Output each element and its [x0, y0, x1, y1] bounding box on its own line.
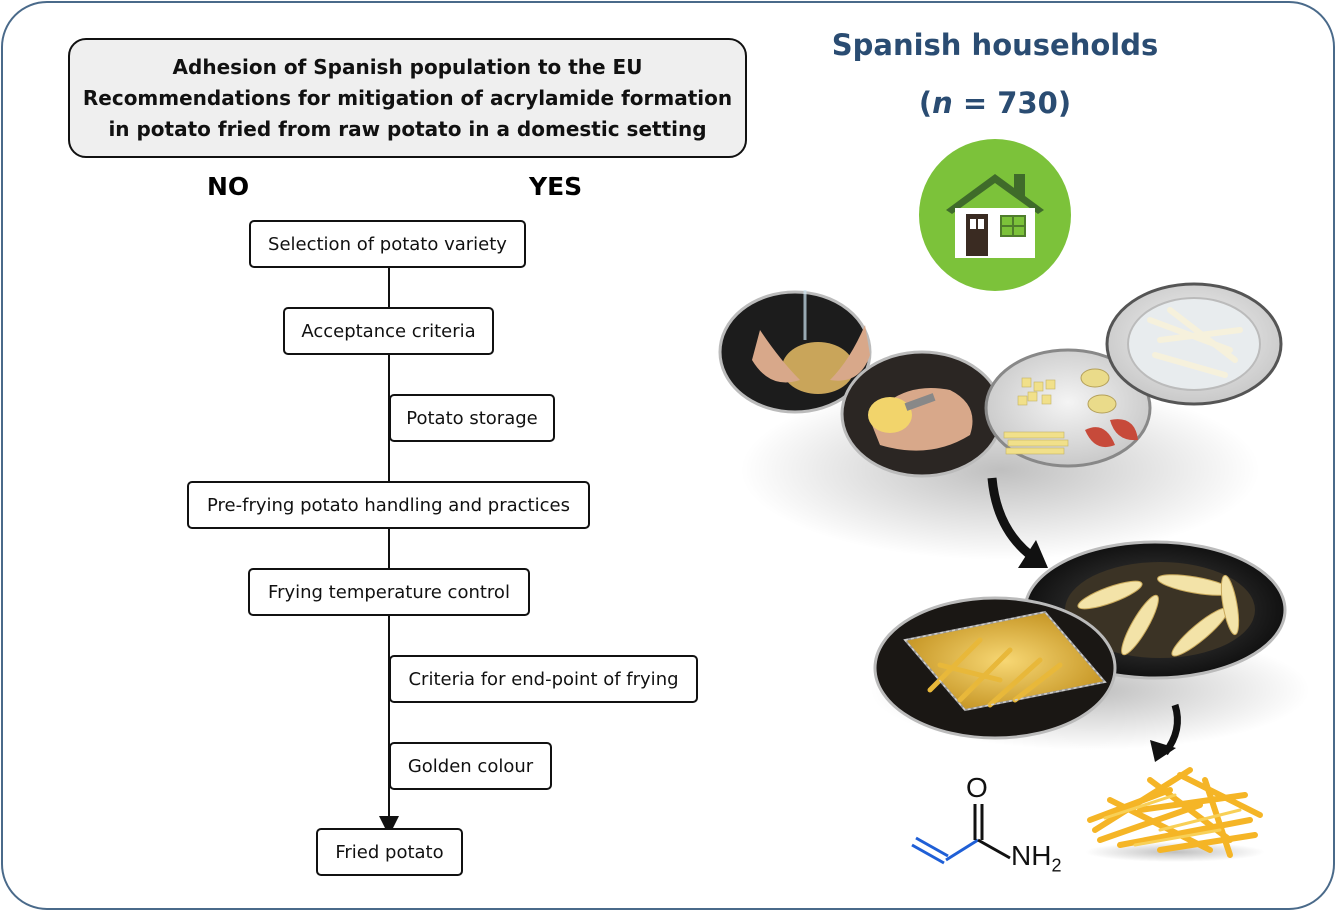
title-line-2: Recommendations for mitigation of acryla…	[82, 85, 733, 110]
amine-group-label: NH2	[1011, 840, 1061, 877]
amine-nh: NH	[1011, 840, 1052, 871]
no-branch-label: NO	[207, 172, 250, 201]
step-potato-storage: Potato storage	[389, 394, 555, 442]
step-golden-colour: Golden colour	[389, 742, 552, 790]
title-line-3: in potato fried from raw potato in a dom…	[108, 116, 707, 141]
peeling-potato-photo	[840, 350, 1004, 478]
title-line-1: Adhesion of Spanish population to the EU	[172, 54, 643, 79]
step-frying-temperature-control: Frying temperature control	[248, 568, 530, 616]
washing-potato-photo	[718, 290, 872, 414]
step-fried-potato: Fried potato	[316, 828, 463, 876]
deep-frying-photo	[873, 596, 1117, 740]
cut-potato-photo	[984, 348, 1152, 468]
oxygen-atom-label: O	[966, 772, 988, 803]
study-title-box: Adhesion of Spanish population to the EU…	[68, 38, 747, 158]
households-title: Spanish households	[831, 28, 1159, 62]
n-symbol: n	[932, 86, 953, 120]
acrylamide-structure	[911, 804, 1011, 865]
step-selection-of-potato-variety: Selection of potato variety	[249, 220, 526, 268]
house-icon	[919, 139, 1071, 291]
step-pre-frying-handling: Pre-frying potato handling and practices	[187, 481, 590, 529]
soaking-potato-photo	[1105, 282, 1283, 406]
amine-subscript: 2	[1051, 855, 1062, 876]
yes-branch-label: YES	[529, 172, 583, 201]
french-fries-photo	[1085, 767, 1265, 862]
n-value: = 730	[952, 86, 1058, 120]
households-sample-size: (n = 730)	[918, 86, 1072, 120]
step-acceptance-criteria: Acceptance criteria	[283, 307, 494, 355]
step-end-point-criteria: Criteria for end-point of frying	[389, 655, 698, 703]
